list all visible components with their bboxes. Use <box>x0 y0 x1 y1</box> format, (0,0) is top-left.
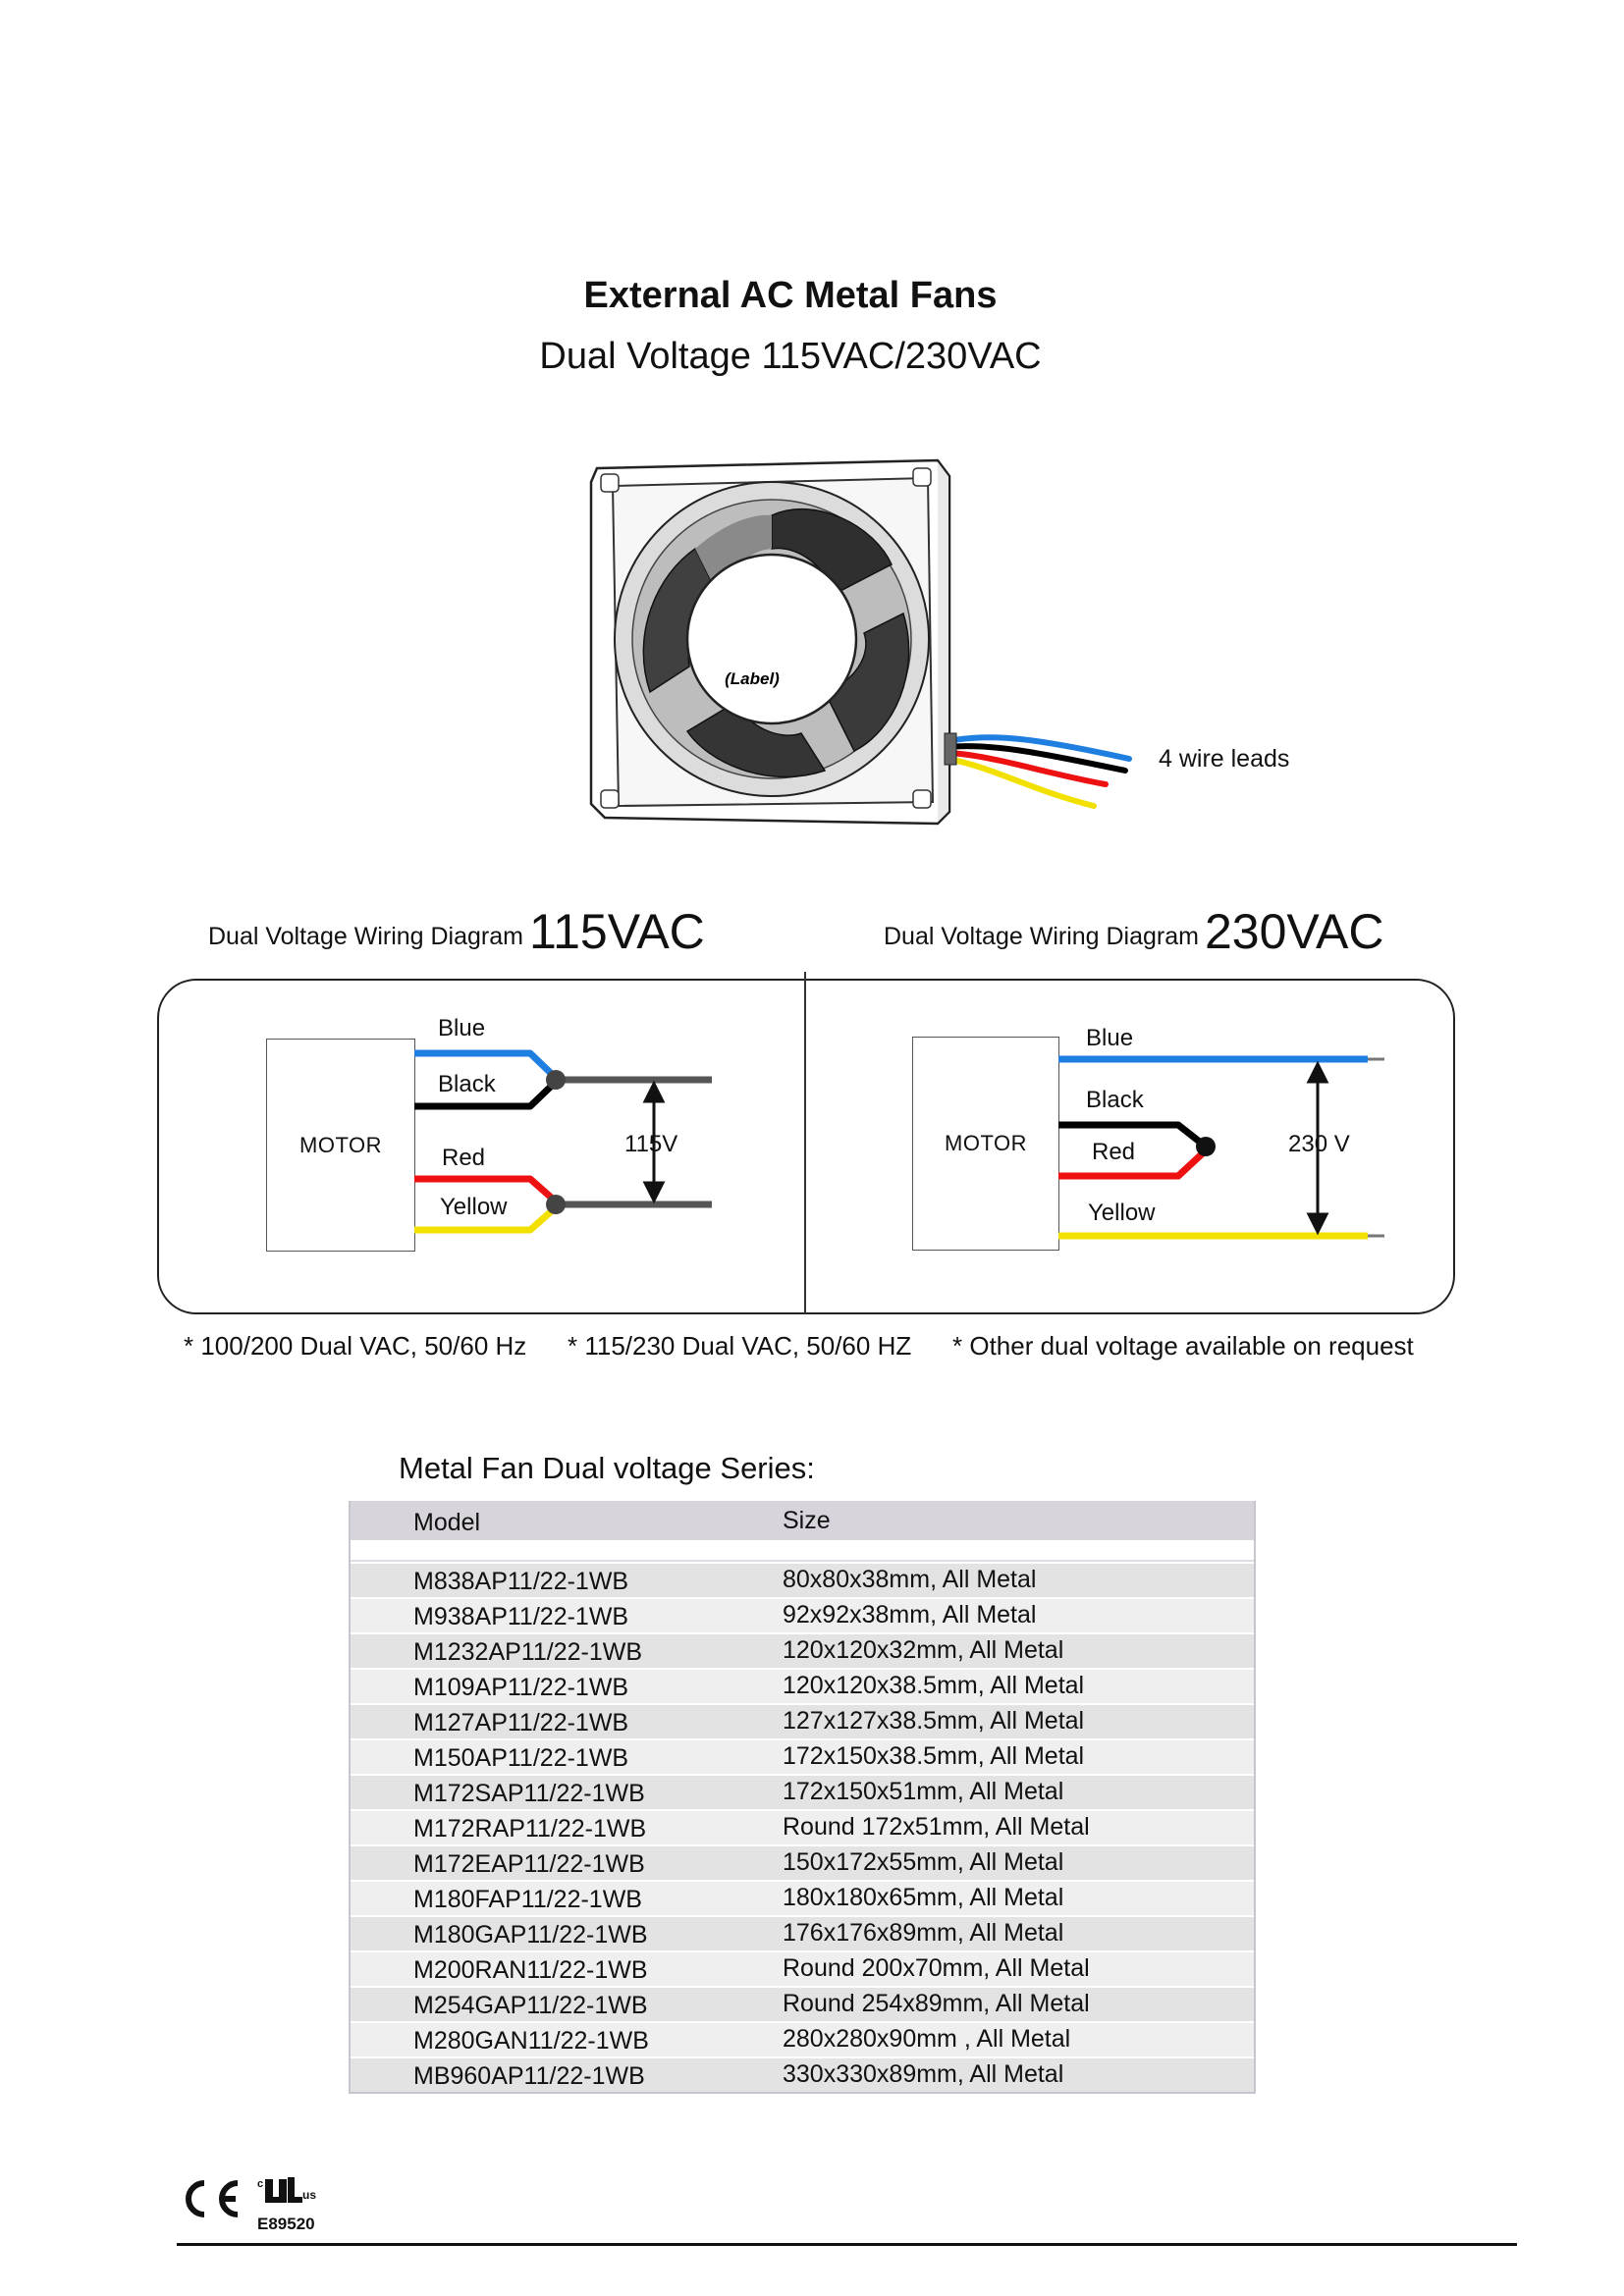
footnote-1: * 100/200 Dual VAC, 50/60 Hz <box>184 1331 527 1361</box>
series-heading: Metal Fan Dual voltage Series: <box>399 1451 815 1485</box>
table-row: M1232AP11/22-1WB 120x120x32mm, All Metal <box>351 1632 1254 1668</box>
diagram-230-title-prefix: Dual Voltage Wiring Diagram <box>884 923 1199 950</box>
table-row: M127AP11/22-1WB 127x127x38.5mm, All Metal <box>351 1703 1254 1738</box>
table-row: MB960AP11/22-1WB 330x330x89mm, All Metal <box>351 2056 1254 2092</box>
size-cell: 80x80x38mm, All Metal <box>783 1566 1037 1593</box>
wire-leads-label: 4 wire leads <box>1159 745 1290 773</box>
svg-text:us: us <box>302 2188 316 2202</box>
diagram-230-wire-red: Red <box>1092 1139 1136 1165</box>
footnote-2: * 115/230 Dual VAC, 50/60 HZ <box>568 1331 912 1361</box>
footnote-3: * Other dual voltage available on reques… <box>952 1331 1414 1361</box>
diagram-115-title-value: 115VAC <box>528 904 705 959</box>
size-cell: 127x127x38.5mm, All Metal <box>783 1707 1085 1735</box>
size-cell: 180x180x65mm, All Metal <box>783 1884 1064 1911</box>
table-row: M200RAN11/22-1WB Round 200x70mm, All Meta… <box>351 1950 1254 1986</box>
size-cell: 172x150x51mm, All Metal <box>783 1778 1064 1805</box>
table-row: M180GAP11/22-1WB 176x176x89mm, All Metal <box>351 1915 1254 1950</box>
table-row: M150AP11/22-1WB 172x150x38.5mm, All Metal <box>351 1738 1254 1774</box>
svg-text:c: c <box>257 2178 263 2190</box>
diagram-115-wire-blue: Blue <box>438 1015 486 1041</box>
ce-mark-icon <box>186 2180 239 2217</box>
fan-label: (Label) <box>725 669 780 688</box>
table-row: M172SAP11/22-1WB 172x150x51mm, All Metal <box>351 1774 1254 1809</box>
table-spacer <box>351 1540 1254 1562</box>
size-cell: 92x92x38mm, All Metal <box>783 1601 1037 1629</box>
size-cell: 120x120x38.5mm, All Metal <box>783 1672 1085 1699</box>
column-header-size: Size <box>783 1507 831 1534</box>
table-body: M838AP11/22-1WB 80x80x38mm, All Metal M93… <box>351 1562 1254 2092</box>
wiring-diagram-frame <box>157 979 1455 1314</box>
model-cell: M838AP11/22-1WB <box>413 1568 629 1595</box>
diagram-115-wire-yellow: Yellow <box>440 1194 508 1220</box>
page-title: External AC Metal Fans <box>583 275 998 316</box>
model-cell: M172EAP11/22-1WB <box>413 1850 645 1878</box>
size-cell: 280x280x90mm , All Metal <box>783 2025 1071 2053</box>
table-row: M172EAP11/22-1WB 150x172x55mm, All Metal <box>351 1844 1254 1880</box>
fan-leads <box>945 734 1132 809</box>
certification-marks: c us <box>186 2177 316 2217</box>
model-cell: M180FAP11/22-1WB <box>413 1886 642 1913</box>
model-cell: M172RAP11/22-1WB <box>413 1815 647 1842</box>
model-cell: M172SAP11/22-1WB <box>413 1780 645 1807</box>
page-subtitle: Dual Voltage 115VAC/230VAC <box>539 336 1042 377</box>
diagram-230-wire-yellow: Yellow <box>1088 1200 1156 1226</box>
model-cell: M127AP11/22-1WB <box>413 1709 629 1736</box>
model-cell: M280GAN11/22-1WB <box>413 2027 649 2055</box>
size-cell: Round 254x89mm, All Metal <box>783 1990 1090 2017</box>
diagram-230-wire-black: Black <box>1086 1087 1144 1113</box>
size-cell: 150x172x55mm, All Metal <box>783 1848 1064 1876</box>
table-row: M838AP11/22-1WB 80x80x38mm, All Metal <box>351 1562 1254 1597</box>
table-row: M172RAP11/22-1WB Round 172x51mm, All Meta… <box>351 1809 1254 1844</box>
table-row: M280GAN11/22-1WB 280x280x90mm , All Metal <box>351 2021 1254 2056</box>
table-header: Model Size <box>351 1501 1254 1540</box>
diagram-230-voltage: 230 V <box>1288 1131 1350 1157</box>
diagram-115-wire-black: Black <box>438 1071 496 1097</box>
diagram-230-wire-blue: Blue <box>1086 1025 1134 1051</box>
model-cell: M254GAP11/22-1WB <box>413 1992 648 2019</box>
diagram-115-motor: MOTOR <box>266 1039 415 1252</box>
diagram-230-motor: MOTOR <box>912 1037 1059 1251</box>
size-cell: 330x330x89mm, All Metal <box>783 2060 1064 2088</box>
model-cell: M938AP11/22-1WB <box>413 1603 629 1630</box>
diagram-115-voltage: 115V <box>624 1131 678 1157</box>
table-row: M109AP11/22-1WB 120x120x38.5mm, All Metal <box>351 1668 1254 1703</box>
size-cell: 176x176x89mm, All Metal <box>783 1919 1064 1947</box>
ul-mark-icon: c us <box>257 2177 316 2203</box>
size-cell: 172x150x38.5mm, All Metal <box>783 1742 1085 1770</box>
size-cell: Round 200x70mm, All Metal <box>783 1954 1090 1982</box>
model-cell: MB960AP11/22-1WB <box>413 2062 645 2090</box>
size-cell: 120x120x32mm, All Metal <box>783 1636 1064 1664</box>
column-header-model: Model <box>413 1509 481 1536</box>
diagram-divider <box>804 972 806 1313</box>
table-row: M180FAP11/22-1WB 180x180x65mm, All Metal <box>351 1880 1254 1915</box>
size-cell: Round 172x51mm, All Metal <box>783 1813 1090 1841</box>
table-row: M254GAP11/22-1WB Round 254x89mm, All Meta… <box>351 1986 1254 2021</box>
ul-file-number: E89520 <box>257 2215 315 2233</box>
footer-rule <box>177 2243 1517 2246</box>
fan-illustration: (Label) <box>589 458 1132 826</box>
table-row: M938AP11/22-1WB 92x92x38mm, All Metal <box>351 1597 1254 1632</box>
diagram-230-title-value: 230VAC <box>1204 904 1384 959</box>
model-cell: M200RAN11/22-1WB <box>413 1956 648 1984</box>
series-table: Model Size M838AP11/22-1WB 80x80x38mm, Al… <box>349 1501 1256 2094</box>
diagram-115-wire-red: Red <box>442 1145 486 1171</box>
diagram-115-title-prefix: Dual Voltage Wiring Diagram <box>208 923 523 950</box>
model-cell: M150AP11/22-1WB <box>413 1744 629 1772</box>
model-cell: M180GAP11/22-1WB <box>413 1921 648 1949</box>
model-cell: M109AP11/22-1WB <box>413 1674 629 1701</box>
fan-hub <box>685 553 858 725</box>
model-cell: M1232AP11/22-1WB <box>413 1638 642 1666</box>
